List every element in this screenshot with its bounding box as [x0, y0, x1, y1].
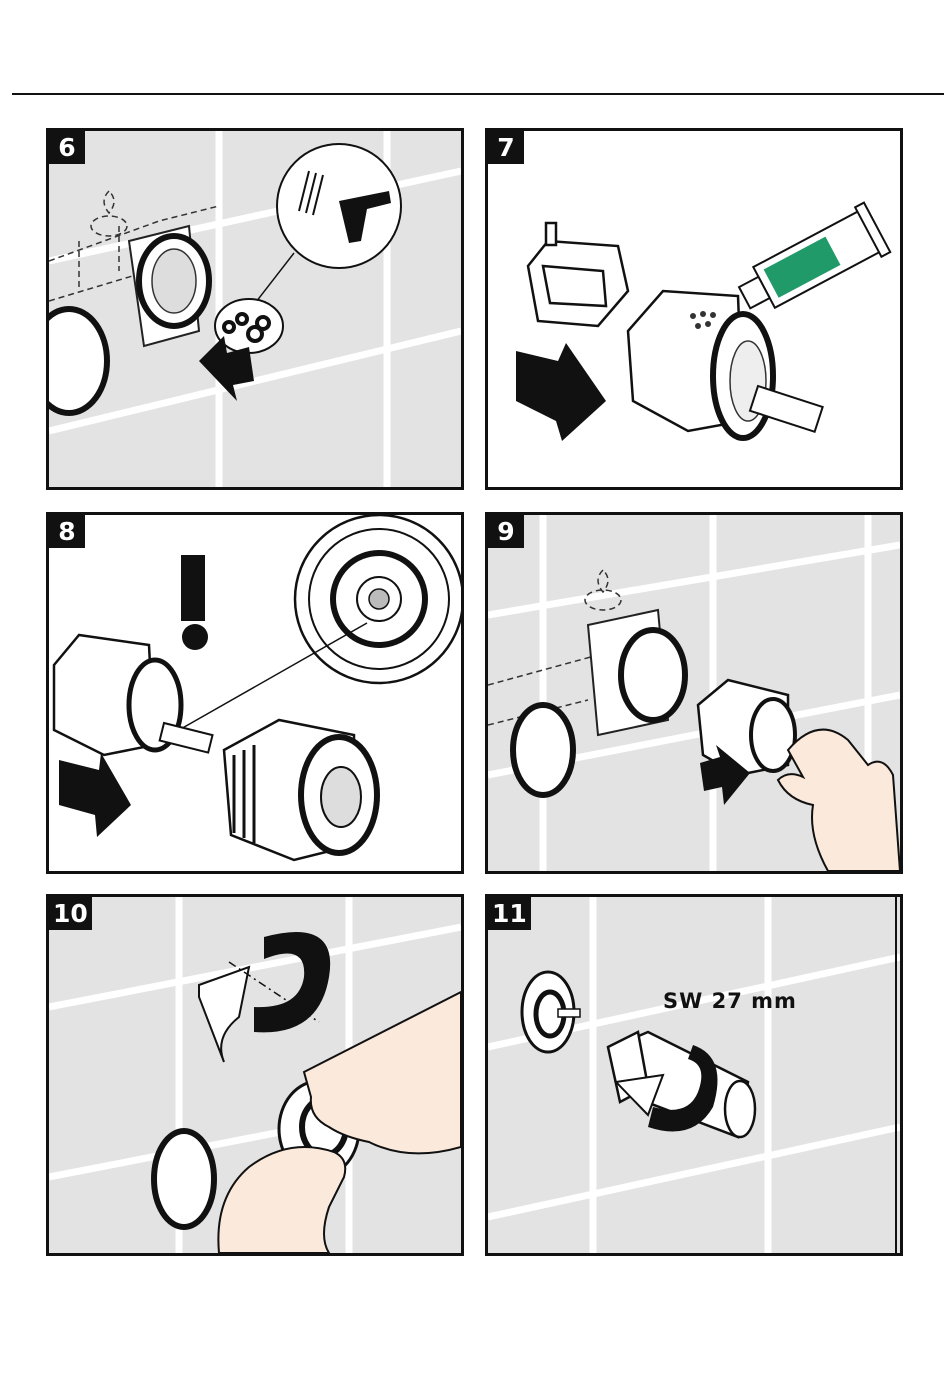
hand-icon	[778, 730, 900, 871]
step-10-illustration	[49, 897, 461, 1253]
step-9-panel: 9	[485, 512, 903, 874]
step-number-badge: 9	[488, 515, 524, 548]
step-11-panel: 11 SW 27 mm	[485, 894, 903, 1256]
valve-body-icon	[129, 226, 209, 346]
step-8-panel: 8	[46, 512, 464, 874]
step-11-illustration	[488, 897, 900, 1253]
step-6-illustration	[49, 131, 461, 487]
valve-cartridge-icon	[522, 972, 580, 1052]
step-10-panel: 10	[46, 894, 464, 1256]
step-number-badge: 7	[488, 131, 524, 164]
top-rule	[12, 93, 944, 95]
wall-rosette-icon	[49, 309, 107, 413]
wall-rosette-icon	[154, 1131, 214, 1227]
arrow-icon	[516, 343, 606, 441]
step-9-illustration	[488, 515, 900, 871]
valve-cartridge-icon	[54, 635, 213, 755]
valve-sleeve-icon	[224, 720, 377, 860]
step-8-illustration	[49, 515, 461, 871]
exclamation-icon	[181, 555, 208, 650]
step-number-badge: 10	[49, 897, 92, 930]
step-number-badge: 6	[49, 131, 85, 164]
step-number-badge: 8	[49, 515, 85, 548]
rotate-arrow-icon	[199, 932, 330, 1062]
hand-icon	[218, 1147, 345, 1253]
valve-body-icon	[588, 610, 685, 735]
arrow-icon	[59, 753, 131, 837]
valve-cartridge-icon	[628, 291, 823, 438]
step-number-badge: 11	[488, 897, 531, 930]
wrench-size-label: SW 27 mm	[663, 989, 797, 1013]
magnifier-callout-icon	[249, 144, 401, 311]
step-6-panel: 6	[46, 128, 464, 490]
step-7-illustration	[488, 131, 900, 487]
cartridge-holder-icon	[528, 223, 628, 326]
grease-tube-icon	[732, 203, 891, 323]
magnifier-callout-icon	[295, 515, 461, 683]
step-7-panel: 7	[485, 128, 903, 490]
wall-rosette-icon	[513, 705, 573, 795]
